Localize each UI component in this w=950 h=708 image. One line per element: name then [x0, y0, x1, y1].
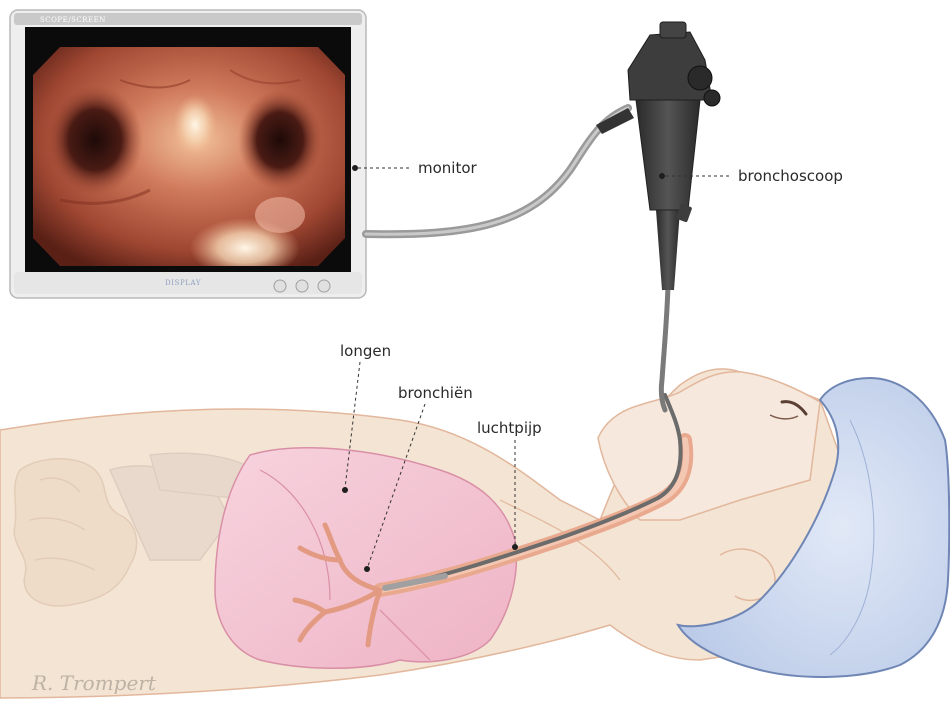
lungs-label-dot	[342, 487, 348, 493]
monitor-brand-text: DISPLAY	[165, 279, 201, 287]
lungs-label: longen	[340, 342, 391, 360]
monitor-bezel-text: SCOPE/SCREEN	[40, 16, 106, 24]
monitor-label-dot	[352, 165, 358, 171]
monitor: SCOPE/SCREEN DISPLAY	[10, 10, 366, 298]
scope-eyepiece	[660, 22, 686, 38]
scope-handle	[636, 100, 700, 210]
trachea-label: luchtpijp	[477, 419, 542, 437]
monitor-button-3	[318, 280, 330, 292]
scope-control-knob-1	[688, 66, 712, 90]
scope-control-knob-2	[704, 90, 720, 106]
bronchoscope-label-dot	[659, 173, 665, 179]
bronchoscope-label: bronchoscoop	[738, 167, 843, 185]
monitor-button-2	[296, 280, 308, 292]
endoscopy-image	[30, 45, 350, 278]
bronchi-label: bronchiën	[398, 384, 473, 402]
trachea-label-dot	[512, 544, 518, 550]
bronchi-label-dot	[364, 566, 370, 572]
artist-signature: R. Trompert	[31, 671, 157, 695]
monitor-label: monitor	[418, 159, 478, 177]
scope-insertion-tube	[661, 285, 668, 410]
monitor-cable	[366, 108, 628, 234]
monitor-button-1	[274, 280, 286, 292]
bronchoscope	[596, 22, 720, 410]
scope-strain-relief	[656, 210, 680, 290]
